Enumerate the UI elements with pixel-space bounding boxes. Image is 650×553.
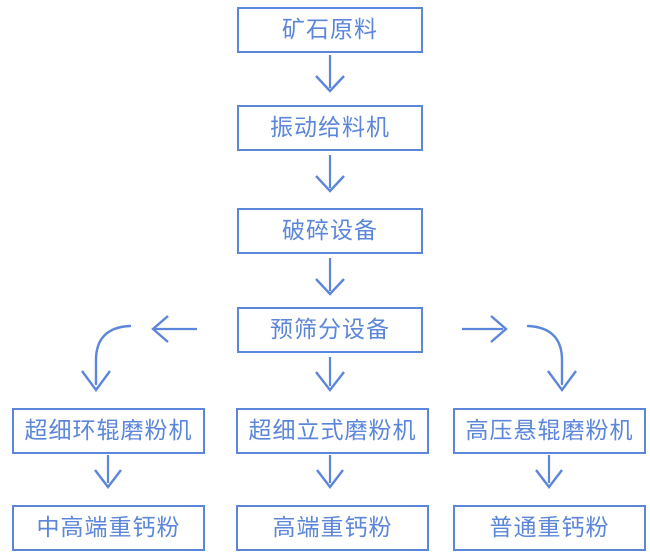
node-ultrafine-ring-roller-mill[interactable]: 超细环辊磨粉机 [12, 408, 205, 454]
connector-screening-to-left [151, 315, 197, 343]
connector-ring-roller-to-product [94, 455, 122, 489]
node-label: 高端重钙粉 [272, 513, 393, 540]
node-crushing-equipment[interactable]: 破碎设备 [237, 208, 423, 254]
node-vibrating-feeder[interactable]: 振动给料机 [237, 105, 423, 151]
connector-feeder-to-crusher [315, 155, 345, 193]
node-label: 高压悬辊磨粉机 [465, 416, 634, 443]
node-high-end-powder[interactable]: 高端重钙粉 [236, 505, 429, 551]
connector-raw-to-feeder [315, 55, 345, 93]
connector-crusher-to-screening [315, 258, 345, 296]
node-label: 预筛分设备 [270, 315, 390, 342]
node-label: 普通重钙粉 [489, 513, 610, 540]
node-label: 超细立式磨粉机 [248, 416, 417, 443]
node-label: 矿石原料 [282, 15, 378, 42]
node-mid-high-end-powder[interactable]: 中高端重钙粉 [12, 505, 205, 551]
connector-vertical-to-product [316, 455, 344, 489]
node-label: 振动给料机 [270, 113, 390, 140]
connector-left-curve-down [81, 324, 132, 393]
node-ordinary-powder[interactable]: 普通重钙粉 [453, 505, 646, 551]
node-raw-material[interactable]: 矿石原料 [237, 7, 423, 53]
node-label: 破碎设备 [282, 216, 378, 243]
connector-right-curve-down [526, 324, 577, 393]
connector-suspension-to-product [535, 455, 563, 489]
node-label: 中高端重钙粉 [36, 513, 181, 540]
node-pre-screening[interactable]: 预筛分设备 [237, 307, 423, 353]
node-label: 超细环辊磨粉机 [24, 416, 193, 443]
connector-screening-to-right [462, 315, 508, 343]
connector-screening-to-center [315, 357, 345, 392]
node-high-pressure-suspension-mill[interactable]: 高压悬辊磨粉机 [453, 408, 646, 454]
node-ultrafine-vertical-mill[interactable]: 超细立式磨粉机 [236, 408, 429, 454]
